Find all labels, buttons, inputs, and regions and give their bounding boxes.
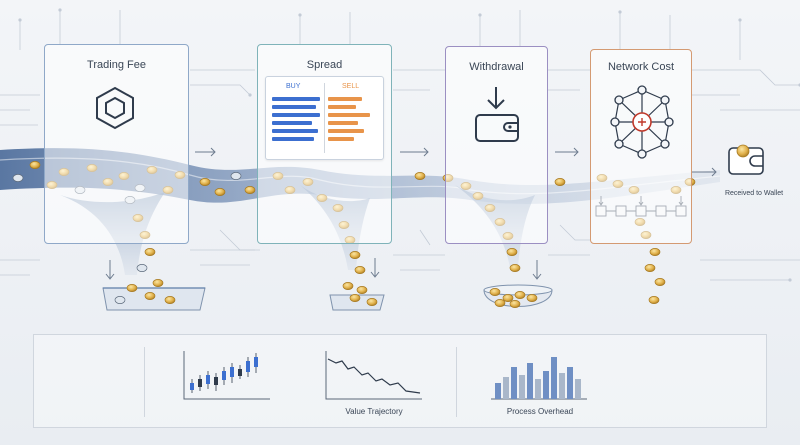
coin-icon [230, 172, 242, 180]
coin-icon [649, 248, 661, 256]
coin-icon [509, 300, 521, 308]
coin-icon [644, 264, 656, 272]
coin-icon [648, 296, 660, 304]
order-book-buy-label: BUY [286, 83, 301, 90]
analytics-dashboard: Value Trajectory Process Overhead [33, 334, 767, 428]
down-arrows [105, 258, 542, 280]
coin-icon [342, 282, 354, 290]
stage-card-spread: Spread BUY SELL [257, 44, 392, 244]
stage-card-withdrawal: Withdrawal [445, 46, 548, 244]
stage-arrows [195, 147, 717, 177]
stage-card-trading-fee: Trading Fee [44, 44, 189, 244]
circuit-nodes [18, 8, 800, 282]
hexagon-icon [96, 86, 134, 130]
coin-icon [494, 299, 506, 307]
coin-icon [526, 294, 538, 302]
process-overhead-label: Process Overhead [506, 407, 574, 416]
coin-icon [114, 296, 126, 304]
coin-icon [509, 264, 521, 272]
value-trajectory-label: Value Trajectory [345, 407, 403, 416]
coin-icon [144, 248, 156, 256]
network-nodes-icon [610, 85, 674, 159]
coin-icon [349, 294, 361, 302]
wallet-icon [728, 144, 764, 175]
order-book-sell-label: SELL [342, 83, 360, 90]
stage-title-trading-fee: Trading Fee [87, 59, 146, 71]
stage-title-network-cost: Network Cost [607, 61, 675, 73]
candlestick-chart-icon [183, 351, 270, 400]
coin-icon [349, 251, 361, 259]
order-book-icon: BUY SELL [265, 76, 384, 160]
wallet-download-icon [475, 87, 519, 142]
coin-icon [489, 288, 501, 296]
fee-tray [102, 287, 206, 311]
coin-icon [356, 286, 368, 294]
coin-icon [152, 279, 164, 287]
circuit-lines [0, 10, 800, 281]
coin-icon [12, 174, 24, 182]
coin-icon [29, 161, 41, 169]
coin-icon [502, 294, 514, 302]
coin-icon [654, 278, 666, 286]
coin-icon [136, 264, 148, 272]
coin-icon [164, 296, 176, 304]
coin-icon [506, 248, 518, 256]
stage-title-withdrawal: Withdrawal [469, 61, 524, 73]
coin-icon [354, 266, 366, 274]
stage-title-spread: Spread [306, 59, 343, 71]
coin-icon [244, 186, 256, 194]
coin-icon [554, 178, 566, 186]
coin-icon [199, 178, 211, 186]
coin-icon [126, 284, 138, 292]
stage-card-network-cost: Network Cost [590, 49, 692, 244]
coin-icon [514, 291, 526, 299]
coin-icon [214, 188, 226, 196]
coin-icon [414, 172, 426, 180]
bar-chart-icon [491, 357, 587, 400]
destination-label: Received to Wallet [724, 190, 784, 197]
declining-line-chart-icon [325, 351, 422, 400]
coin-icon [366, 298, 378, 306]
coin-icon [144, 292, 156, 300]
